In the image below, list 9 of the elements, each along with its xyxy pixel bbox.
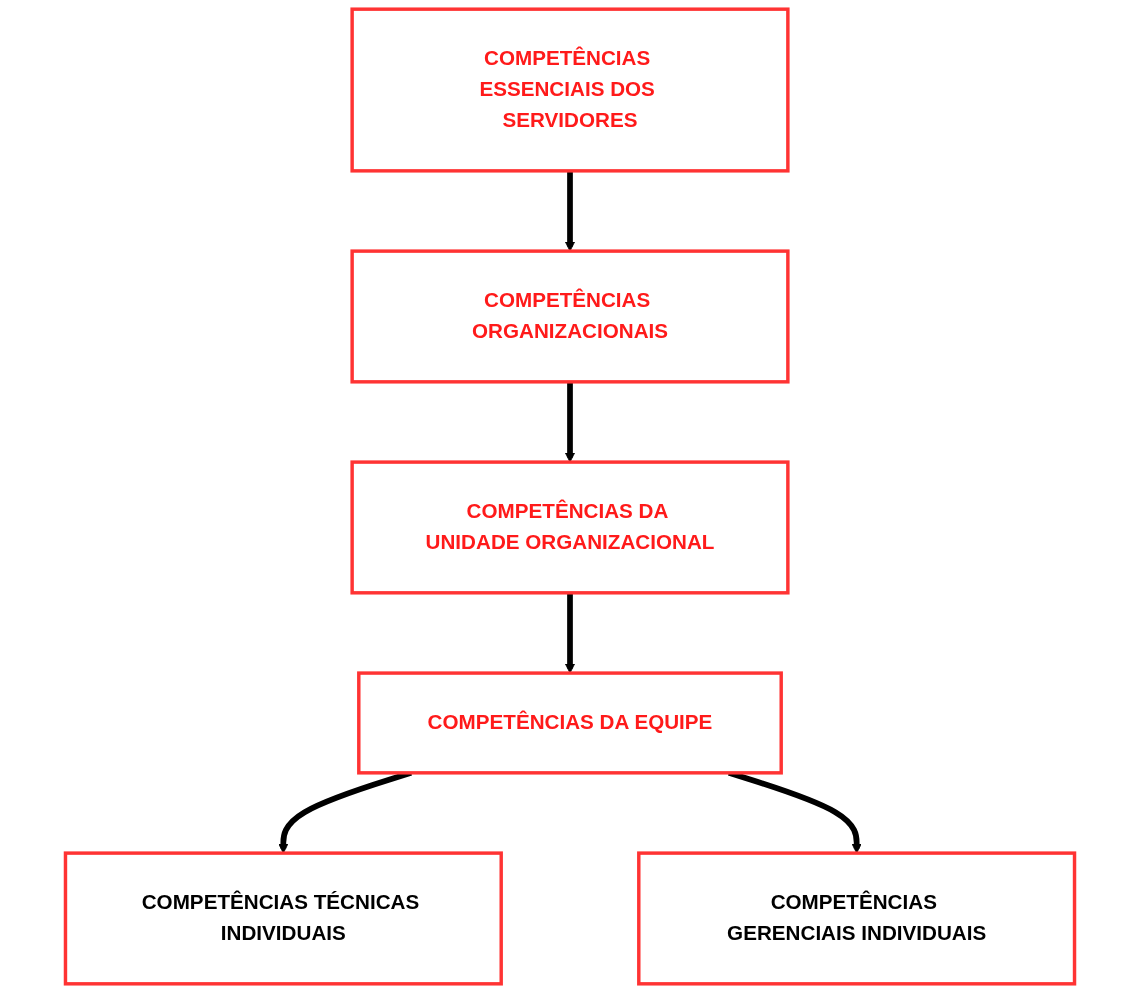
arrow xyxy=(564,170,576,252)
node-box: COMPETÊNCIAS ESSENCIAIS DOS SERVIDORES xyxy=(350,7,790,173)
node-box: COMPETÊNCIAS ORGANIZACIONAIS xyxy=(350,249,790,384)
node-box: COMPETÊNCIAS GERENCIAIS INDIVIDUAIS xyxy=(637,851,1077,986)
arrow xyxy=(564,592,576,674)
arrow xyxy=(564,381,576,463)
node-box: COMPETÊNCIAS DA EQUIPE xyxy=(357,671,783,775)
node-box: COMPETÊNCIAS DA UNIDADE ORGANIZACIONAL xyxy=(350,460,790,595)
node-box: COMPETÊNCIAS TÉCNICAS INDIVIDUAIS xyxy=(63,851,503,986)
